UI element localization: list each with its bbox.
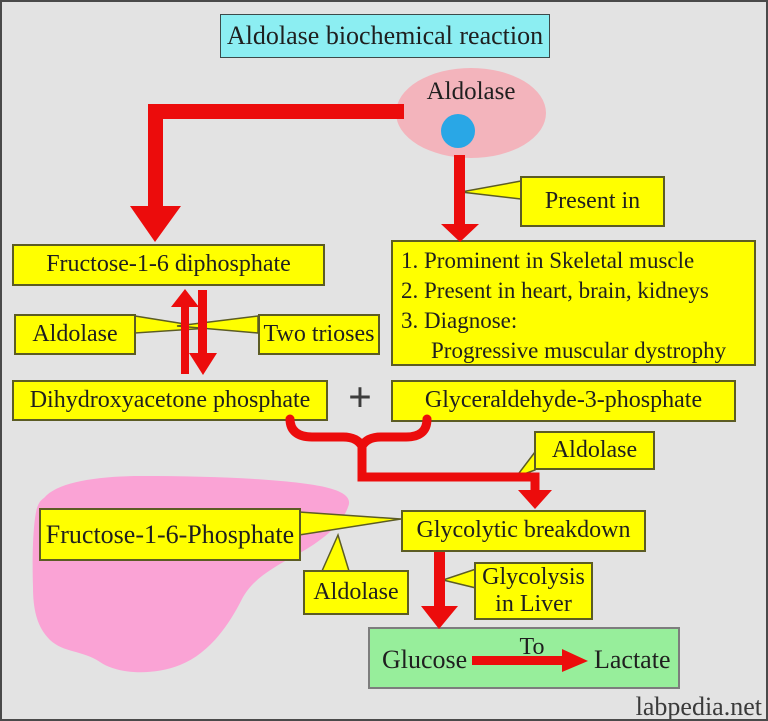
callout-present-in: Present in [520,176,665,227]
cell-nucleus [441,114,475,148]
callout-aldolase-mid: Aldolase [534,431,655,470]
info-box: 1. Prominent in Skeletal muscle 2. Prese… [391,240,756,366]
node-label: Dihydroxyacetone phosphate [29,386,311,413]
callout-aldolase-left: Aldolase [14,314,136,355]
callout-label: Fructose-1-6-Phosphate [45,519,295,549]
callout-glycolysis-in-liver: Glycolysis in Liver [474,562,593,620]
liver-shape [32,476,350,673]
enzyme-bubble-label: Aldolase [426,78,516,105]
info-line-3: 3. Diagnose: [401,308,518,333]
plus-sign: + [348,374,372,421]
node-fructose-diphosphate: Fructose-1-6 diphosphate [12,244,325,286]
callout-line-2: in Liver [495,591,572,617]
result-box: Glucose To Lactate [368,627,680,689]
to-label: To [519,634,545,660]
fructose-phosphate-pointer [298,511,402,536]
info-line-2: 2. Present in heart, brain, kidneys [401,278,709,303]
page-title: Aldolase biochemical reaction [226,21,544,51]
node-label: Glyceraldehyde-3-phosphate [424,387,703,414]
callout-two-trioses: Two trioses [258,314,380,355]
callout-line-1: Glycolysis [482,564,585,590]
glucose-label: Glucose [382,645,468,674]
node-glyceraldehyde: Glyceraldehyde-3-phosphate [391,380,736,422]
title-box: Aldolase biochemical reaction [220,14,550,58]
node-dihydroxyacetone: Dihydroxyacetone phosphate [12,380,328,421]
aldolase-mid-pointer [513,449,536,479]
glycolysis-liver-pointer [440,567,477,589]
node-label: Glycolytic breakdown [416,517,631,544]
aldolase-liver-pointer [320,532,351,572]
callout-label: Aldolase [551,436,638,463]
callout-label: Aldolase [313,578,399,605]
info-line-1: 1. Prominent in Skeletal muscle [401,248,695,273]
watermark: labpedia.net [635,692,762,721]
callout-label: Aldolase [32,320,118,347]
lactate-label: Lactate [594,645,671,674]
two-trioses-pointer [176,315,259,334]
info-line-4: Progressive muscular dystrophy [431,338,727,363]
node-glycolytic-breakdown: Glycolytic breakdown [401,510,646,552]
callout-label: Present in [544,187,641,214]
node-label: Fructose-1-6 diphosphate [46,251,291,278]
callout-fructose-phosphate: Fructose-1-6-Phosphate [39,508,301,561]
aldolase-cell-ellipse [396,68,546,158]
present-in-pointer [460,180,522,200]
callout-aldolase-liver: Aldolase [303,570,409,615]
callout-label: Two trioses [263,320,375,347]
